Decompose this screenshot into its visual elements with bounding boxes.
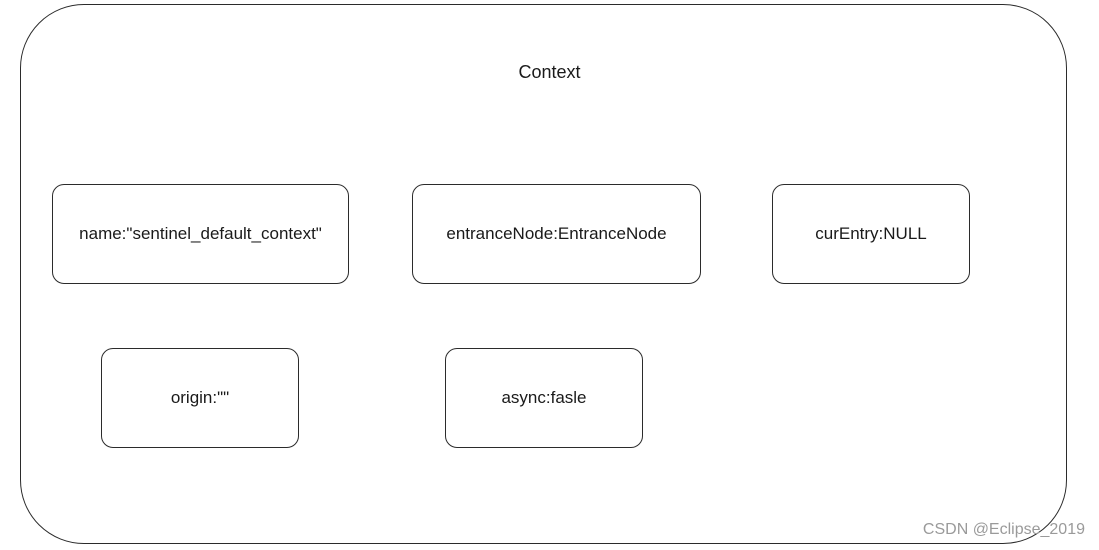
async-field-label: async:fasle [501, 388, 587, 407]
cur-entry-field-label: curEntry:NULL [815, 224, 927, 243]
context-title: Context [518, 62, 581, 82]
async-field-box: async:fasle [445, 348, 643, 448]
cur-entry-field-box: curEntry:NULL [772, 184, 970, 284]
name-field-label: name:"sentinel_default_context" [79, 224, 322, 243]
watermark: CSDN @Eclipse_2019 [922, 521, 1085, 538]
name-field-box: name:"sentinel_default_context" [52, 184, 349, 284]
entrance-node-field-label: entranceNode:EntranceNode [446, 224, 667, 243]
origin-field-label: origin:"" [170, 388, 230, 407]
entrance-node-field-box: entranceNode:EntranceNode [412, 184, 701, 284]
origin-field-box: origin:"" [101, 348, 299, 448]
